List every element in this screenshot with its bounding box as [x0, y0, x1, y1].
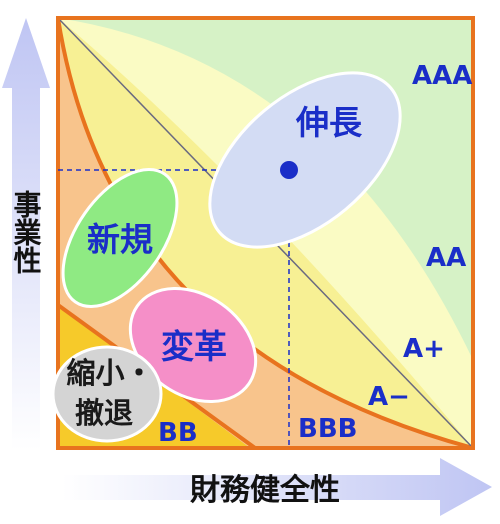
rating-bbb-label: BBB — [298, 414, 357, 444]
segment-shrink-label-line1: 縮小・ — [66, 356, 153, 390]
reform-ellipse — [128, 286, 258, 404]
rating-aa-label: AA — [426, 243, 466, 273]
rating-a-plus-label: A+ — [403, 334, 445, 364]
x-axis-arrow — [62, 458, 492, 516]
growth-ellipse — [208, 71, 402, 249]
plot-frame — [56, 16, 475, 450]
y-axis-arrow — [2, 18, 50, 450]
segment-reform-label: 変革 — [161, 327, 227, 366]
rating-bb-label: BB — [158, 418, 198, 448]
shrink-ellipse — [51, 345, 163, 443]
y-axis-label: 事業性 — [10, 190, 43, 274]
new-ellipse — [61, 168, 179, 308]
rating-a-minus-label: A− — [368, 382, 410, 412]
rating-aaa-label: AAA — [412, 61, 472, 91]
growth-point — [280, 161, 298, 179]
x-axis-label: 財務健全性 — [190, 473, 340, 508]
segment-new-label: 新規 — [87, 220, 153, 259]
segment-growth-label: 伸長 — [295, 103, 363, 142]
segment-shrink-label-line2: 撤退 — [75, 396, 133, 430]
